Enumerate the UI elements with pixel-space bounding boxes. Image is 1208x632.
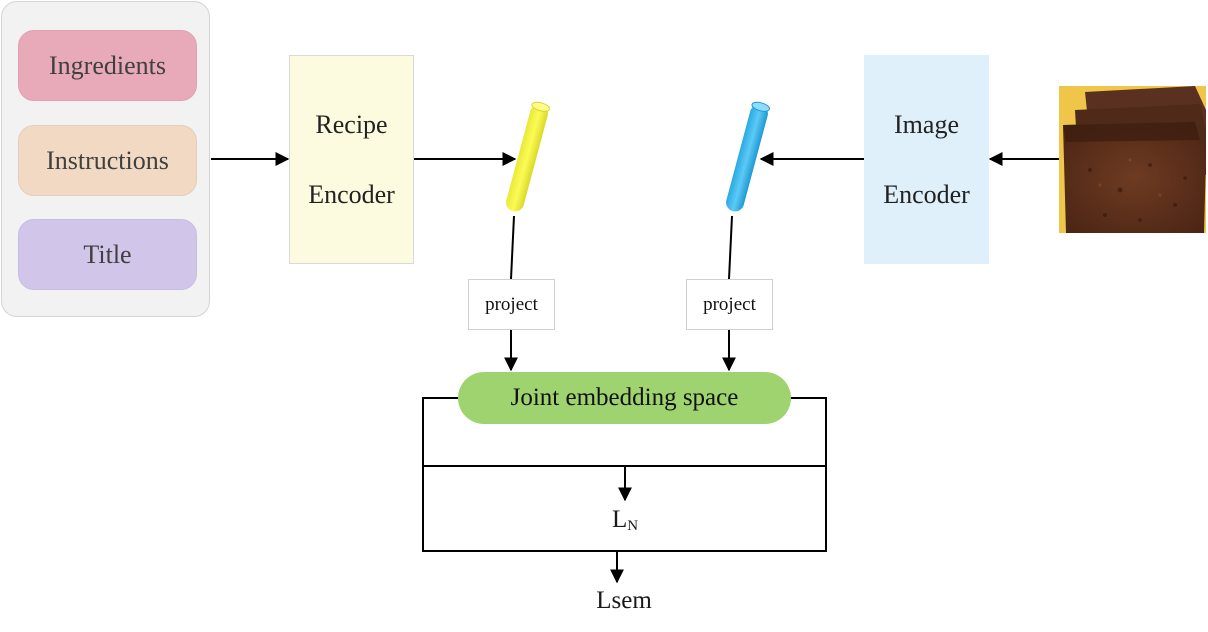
title-block: Title (18, 219, 197, 290)
loss-n-subscript: N (627, 517, 639, 534)
joint-embedding-space: Joint embedding space (458, 372, 791, 424)
recipe-inputs-panel: Ingredients Instructions Title (1, 1, 210, 317)
project-box-image: project (686, 279, 773, 330)
line-recipe-embedding-to-project (510, 215, 515, 280)
ingredients-block: Ingredients (18, 30, 197, 101)
loss-n-main: L (611, 506, 628, 534)
joint-embedding-space-label: Joint embedding space (510, 384, 739, 411)
project-label-recipe: project (485, 293, 538, 315)
loss-sem-label: Lsem (596, 587, 652, 615)
image-encoder-line1: Image (894, 109, 959, 139)
image-encoder: Image Encoder (864, 55, 989, 264)
recipe-encoder-line2: Encoder (308, 180, 395, 210)
line-image-embedding-to-project (728, 215, 733, 280)
loss-sem: Lsem (572, 584, 676, 618)
recipe-embedding-cylinder (506, 101, 550, 212)
instructions-block: Instructions (18, 125, 197, 196)
food-photo-icon (1059, 86, 1206, 233)
project-box-recipe: project (468, 279, 555, 330)
image-encoder-line2: Encoder (883, 180, 970, 210)
title-label: Title (83, 239, 132, 269)
recipe-encoder-line1: Recipe (315, 109, 388, 139)
ingredients-label: Ingredients (49, 50, 166, 80)
recipe-encoder: Recipe Encoder (289, 55, 414, 264)
project-label-image: project (703, 293, 756, 315)
image-embedding-cylinder (726, 101, 770, 212)
instructions-label: Instructions (46, 145, 169, 175)
